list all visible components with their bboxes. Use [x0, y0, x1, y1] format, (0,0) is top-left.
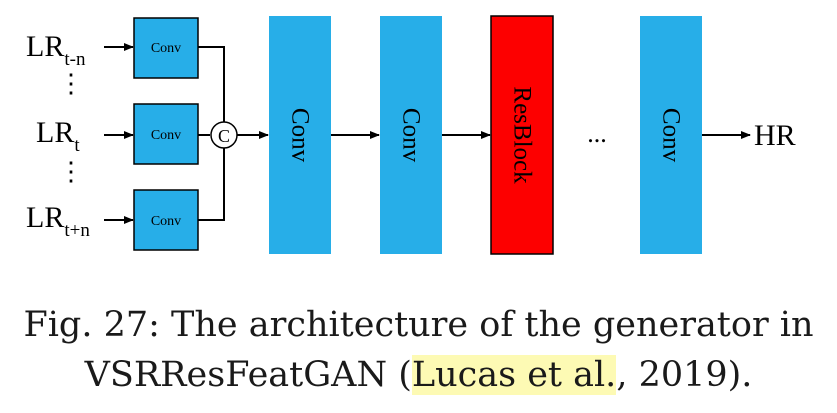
merge-line-bottom	[198, 148, 225, 221]
caption-text-pre: VSRResFeatGAN (	[84, 355, 412, 395]
caption-line-1: Fig. 27: The architecture of the generat…	[23, 305, 814, 345]
figure-caption: Fig. 27: The architecture of the generat…	[0, 300, 837, 400]
small-conv-label-1: Conv	[151, 41, 181, 56]
resblock-block	[490, 15, 554, 255]
conv-block-2-label: Conv	[398, 108, 425, 163]
input-label-lr-t-minus-n: LRt-n	[26, 30, 86, 70]
output-label-hr: HR	[754, 119, 796, 152]
input-label-lr-t-plus-n: LRt+n	[26, 201, 90, 241]
small-conv-block-3	[133, 189, 199, 251]
vdots-lower: ⋮	[58, 157, 84, 186]
caption-line-2: VSRResFeatGAN (Lucas et al., 2019).	[0, 350, 837, 400]
conv-block-final	[640, 16, 702, 254]
small-conv-block-1	[133, 17, 199, 79]
concat-symbol: C	[218, 126, 230, 146]
small-conv-block-2	[133, 103, 199, 165]
resblock-label: ResBlock	[509, 86, 536, 184]
caption-text-post: , 2019).	[616, 355, 753, 395]
vdots-upper: ⋮	[58, 69, 84, 98]
conv-block-1	[269, 16, 331, 254]
merge-line-top	[198, 46, 225, 122]
input-label-lr-t: LRt	[36, 116, 80, 156]
small-conv-label-2: Conv	[151, 128, 181, 143]
small-conv-label-3: Conv	[151, 214, 181, 229]
conv-block-1-label: Conv	[287, 108, 314, 163]
caption-citation-link[interactable]: Lucas et al.	[411, 355, 617, 395]
conv-block-final-label: Conv	[658, 108, 685, 163]
generator-architecture-diagram: LRt-n ⋮ LRt ⋮ LRt+n Conv Conv Conv C Con…	[26, 15, 796, 255]
ellipsis: ...	[587, 119, 607, 148]
conv-block-2	[380, 16, 442, 254]
